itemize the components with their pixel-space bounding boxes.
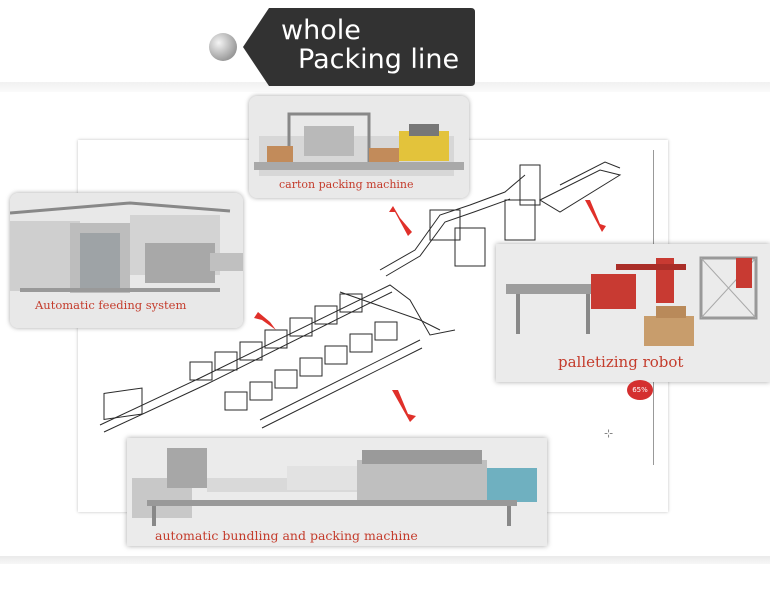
bottom-divider <box>0 556 770 564</box>
bundling-machine-image <box>127 438 547 546</box>
palletizing-robot-image <box>496 244 770 382</box>
title-line-1: whole <box>281 15 361 46</box>
title-tag: whole Packing line <box>243 8 475 86</box>
title-line-2: Packing line <box>298 44 460 75</box>
feeding-system-card: Automatic feeding system <box>10 193 243 328</box>
arrow-to-bundling <box>392 390 416 422</box>
top-divider <box>0 82 770 92</box>
carton-packing-card: carton packing machine <box>249 96 469 198</box>
feeding-system-label: Automatic feeding system <box>35 298 187 312</box>
bullet-dot <box>209 33 237 61</box>
feeding-system-image <box>10 193 243 328</box>
arrow-to-palletizing <box>585 200 606 232</box>
main-conveyor <box>99 284 456 426</box>
carton-packing-label: carton packing machine <box>279 178 414 191</box>
carton-machine-image <box>249 96 469 198</box>
bundling-label: automatic bundling and packing machine <box>155 528 418 543</box>
arrow-to-carton <box>389 206 412 236</box>
palletizing-label: palletizing robot <box>558 353 684 371</box>
arrow-to-feeding <box>254 312 276 330</box>
red-arrows <box>254 200 606 422</box>
palletizing-card: palletizing robot <box>496 244 770 382</box>
progress-badge: 65% <box>627 380 653 400</box>
page-title: whole Packing line <box>281 16 459 74</box>
title-tag-shape <box>243 8 475 86</box>
bundling-card: automatic bundling and packing machine <box>127 438 547 546</box>
cursor-icon: ⊹ <box>604 427 614 440</box>
